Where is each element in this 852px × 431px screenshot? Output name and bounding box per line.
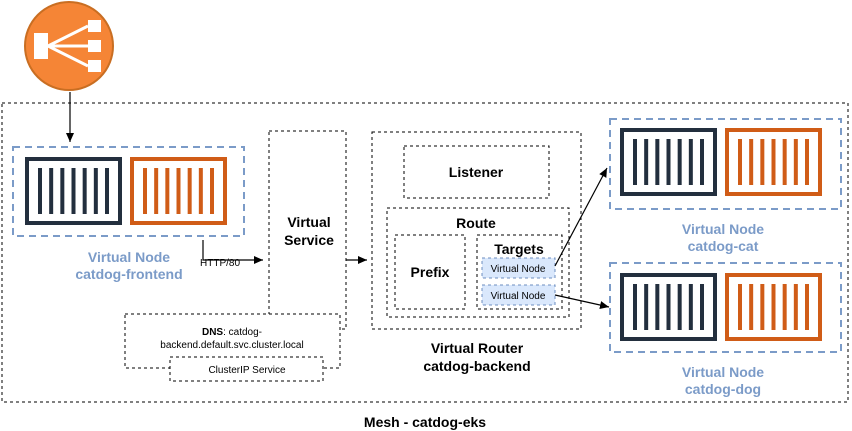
listener-label: Listener [449,164,504,180]
dns-hostname: backend.default.svc.cluster.local [160,340,303,351]
prefix-label: Prefix [411,264,450,280]
targets-box [476,234,563,310]
container-icon [620,273,717,341]
container-icon [725,128,822,196]
dog-node-name: catdog-dog [685,381,761,397]
frontend-to-service-arrow [202,240,263,264]
virtual-router-box [371,131,582,330]
virtual-service-box [268,130,347,330]
frontend-node-box [12,146,245,237]
target-item-box [481,284,556,306]
router-title: Virtual Router [431,340,524,356]
router-name: catdog-backend [423,358,530,374]
target-item-box [481,257,556,279]
container-icon [130,157,227,225]
route-label: Route [456,215,496,231]
frontend-node-name: catdog-frontend [75,266,182,282]
target-item-label: Virtual Node [491,291,546,302]
load-balancer-icon [24,1,114,91]
virtual-service-line2: Service [284,232,334,248]
frontend-node-title: Virtual Node [88,249,170,265]
http-edge-label: HTTP/80 [200,258,240,269]
cat-node-title: Virtual Node [682,221,764,237]
cat-node-name: catdog-cat [688,238,759,254]
cat-node-box [609,118,842,210]
mesh-boundary [1,102,849,403]
dog-node-title: Virtual Node [682,364,764,380]
container-icon [725,273,822,341]
listener-box [403,145,550,199]
clusterip-label: ClusterIP Service [208,365,286,376]
virtual-service-line1: Virtual [287,214,330,230]
mesh-label: Mesh - catdog-eks [364,414,486,430]
target-item-label: Virtual Node [491,264,546,275]
targets-label: Targets [494,241,544,257]
container-icon [620,128,717,196]
clusterip-box [169,356,324,382]
dns-record: DNS: catdog- [202,327,262,338]
container-icon [25,157,122,225]
target-to-cat-arrow [554,167,608,267]
route-box [386,207,570,318]
dog-node-box [609,262,842,353]
target-to-dog-arrow [554,294,610,309]
